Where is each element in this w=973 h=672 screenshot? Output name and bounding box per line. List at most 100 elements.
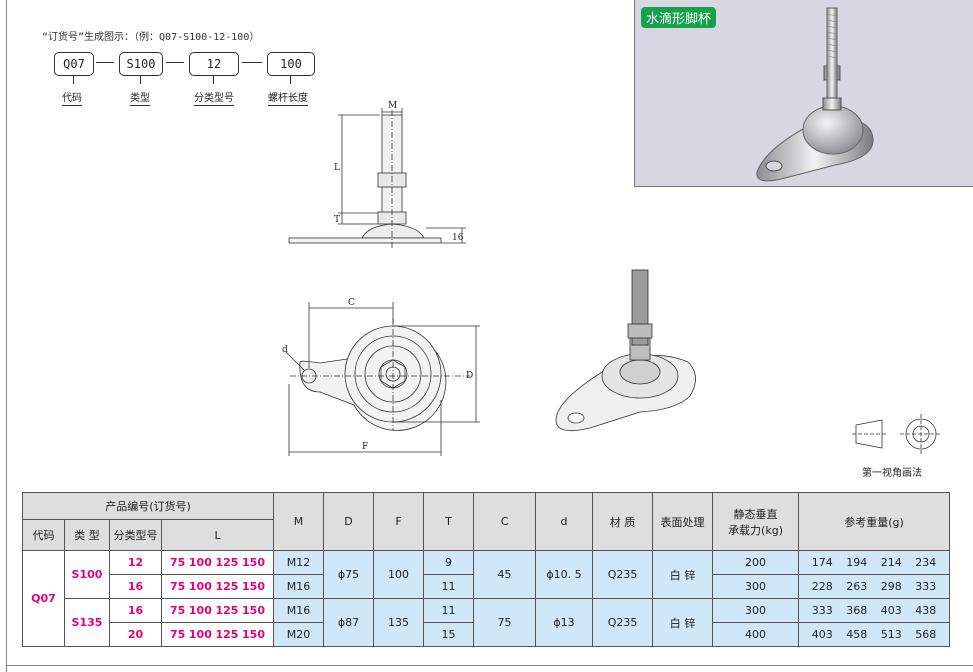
dim-l: L bbox=[334, 163, 340, 173]
weight-value: 234 bbox=[915, 556, 937, 569]
side-view bbox=[288, 108, 466, 248]
cell-load: 300 bbox=[712, 574, 800, 599]
order-label-type: 类型 bbox=[130, 89, 150, 106]
cell-c: 45 bbox=[473, 550, 537, 599]
l-value: 150 bbox=[242, 628, 265, 641]
order-label-length: 螺杆长度 bbox=[268, 89, 308, 106]
cell-f: 135 bbox=[373, 598, 425, 647]
cell-m: M12 bbox=[273, 550, 325, 575]
header-load: 静态垂直 承载力(kg) bbox=[712, 492, 800, 551]
header-type: 类 型 bbox=[64, 519, 110, 551]
header-t: T bbox=[423, 492, 475, 551]
dim-c: C bbox=[348, 298, 355, 308]
weight-value: 438 bbox=[915, 604, 937, 617]
cell-code: Q07 bbox=[22, 550, 65, 647]
cell-subtype: 16 bbox=[109, 574, 162, 599]
header-f: F bbox=[373, 492, 425, 551]
cell-weights: 228 263 298 333 bbox=[798, 574, 951, 599]
label-tick bbox=[213, 76, 214, 84]
cell-type: S135 bbox=[64, 598, 110, 647]
l-value: 100 bbox=[188, 628, 212, 641]
cell-material: Q235 bbox=[592, 598, 654, 647]
cell-subtype: 20 bbox=[109, 622, 162, 647]
cell-m: M16 bbox=[273, 574, 325, 599]
cell-l-values: 75 100 125 150 bbox=[160, 574, 275, 599]
cell-subtype: 16 bbox=[109, 598, 162, 623]
l-value: 125 bbox=[215, 580, 239, 593]
cell-f: 100 bbox=[373, 550, 425, 599]
cell-t: 9 bbox=[423, 550, 475, 575]
weight-value: 513 bbox=[880, 628, 902, 641]
header-code: 代码 bbox=[22, 519, 65, 551]
cell-m: M16 bbox=[273, 598, 325, 623]
cell-l-values: 75 100 125 150 bbox=[160, 622, 275, 647]
table-row: 16 75 100 125 150 M16 11 300 228 263 298… bbox=[23, 574, 951, 599]
cell-load: 400 bbox=[712, 622, 800, 647]
order-part-type: S100 bbox=[119, 52, 163, 76]
header-surface: 表面处理 bbox=[652, 492, 714, 551]
cell-load: 300 bbox=[712, 598, 800, 623]
dim-m: M bbox=[388, 101, 397, 111]
table-row: Q07 S100 12 75 100 125 150 M12 ϕ75 100 9… bbox=[22, 550, 951, 647]
order-number-title: “订货号”生成图示：（例：Q07-S100-12-100） bbox=[42, 32, 260, 43]
separator-dash bbox=[96, 62, 114, 63]
l-value: 125 bbox=[215, 628, 239, 641]
frame-bottom-border bbox=[6, 665, 973, 666]
cell-weights: 403 458 513 568 bbox=[798, 622, 951, 647]
order-part-length: 100 bbox=[267, 52, 315, 76]
separator-dash bbox=[242, 62, 262, 63]
l-value: 150 bbox=[242, 556, 265, 569]
header-l: L bbox=[160, 519, 275, 551]
l-value: 125 bbox=[215, 604, 239, 617]
header-c: C bbox=[473, 492, 537, 551]
header-weight: 参考重量(g) bbox=[798, 492, 951, 551]
cell-surface: 白 锌 bbox=[652, 598, 714, 647]
product-name-tag: 水滴形脚杯 bbox=[641, 7, 717, 28]
weight-value: 174 bbox=[811, 556, 833, 569]
product-photo: 水滴形脚杯 bbox=[634, 0, 973, 187]
weight-value: 228 bbox=[811, 580, 833, 593]
header-product-code: 产品编号(订货号) bbox=[21, 492, 275, 520]
weight-value: 194 bbox=[846, 556, 868, 569]
cell-material: Q235 bbox=[592, 550, 654, 599]
order-label-subtype: 分类型号 bbox=[194, 89, 234, 106]
cell-t: 11 bbox=[423, 574, 475, 599]
header-m: M bbox=[273, 492, 325, 551]
l-value: 100 bbox=[188, 556, 212, 569]
separator-dash bbox=[166, 62, 184, 63]
weight-value: 333 bbox=[811, 604, 833, 617]
order-part-code: Q07 bbox=[54, 52, 94, 76]
l-value: 150 bbox=[242, 580, 265, 593]
weight-value: 403 bbox=[880, 604, 902, 617]
photo-foot-illustration bbox=[756, 7, 874, 182]
cell-load: 200 bbox=[712, 550, 800, 575]
cell-d-small: ϕ13 bbox=[535, 598, 594, 647]
header-subtype: 分类型号 bbox=[109, 519, 162, 551]
header-load-line2: 承载力(kg) bbox=[728, 523, 783, 537]
cell-weights: 333 368 403 438 bbox=[798, 598, 951, 623]
cell-type: S100 bbox=[64, 550, 110, 599]
l-value: 75 bbox=[170, 580, 186, 593]
order-part-subtype: 12 bbox=[189, 52, 239, 76]
l-value: 75 bbox=[170, 604, 186, 617]
projection-label: 第一视角画法 bbox=[862, 468, 922, 479]
cell-d-large: ϕ87 bbox=[323, 598, 375, 647]
weight-value: 458 bbox=[846, 628, 868, 641]
l-value: 125 bbox=[215, 556, 239, 569]
l-value: 150 bbox=[242, 604, 265, 617]
dim-t: T bbox=[334, 215, 340, 225]
label-tick bbox=[290, 76, 291, 84]
dim-f: F bbox=[362, 442, 368, 452]
weight-value: 403 bbox=[811, 628, 833, 641]
cell-t: 11 bbox=[423, 598, 475, 623]
dim-16: 16 bbox=[452, 233, 464, 243]
dim-d-large: D bbox=[466, 371, 473, 381]
l-value: 100 bbox=[188, 580, 212, 593]
header-load-line1: 静态垂直 bbox=[733, 507, 778, 521]
isometric-view bbox=[555, 269, 696, 432]
weight-value: 333 bbox=[915, 580, 937, 593]
l-value: 100 bbox=[188, 604, 212, 617]
header-d-large: D bbox=[323, 492, 375, 551]
cell-surface: 白 锌 bbox=[652, 550, 714, 599]
